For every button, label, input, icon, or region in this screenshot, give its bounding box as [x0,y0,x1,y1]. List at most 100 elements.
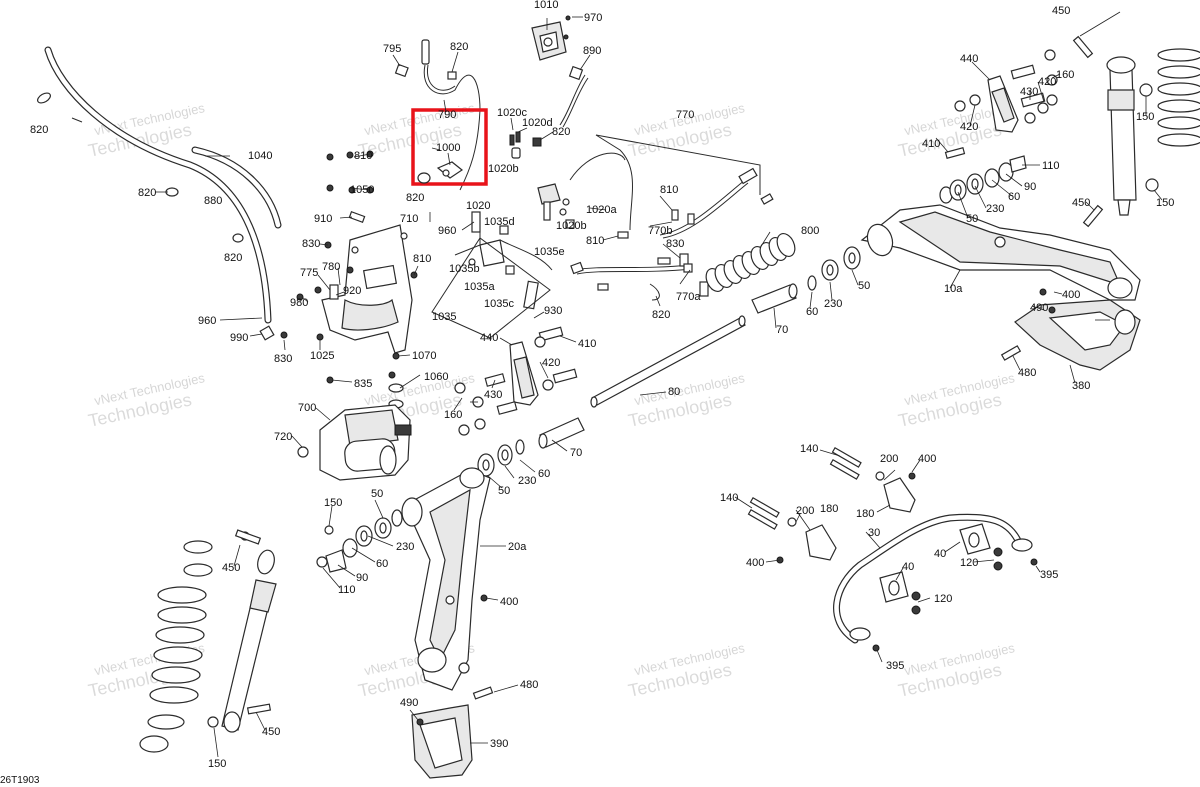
callout-70[interactable]: 70 [776,324,788,336]
callout-1020d[interactable]: 1020d [522,117,553,129]
callout-410[interactable]: 410 [578,338,596,350]
callout-800[interactable]: 800 [801,225,819,237]
callout-395[interactable]: 395 [886,660,904,672]
callout-1035b[interactable]: 1035b [449,263,480,275]
callout-820[interactable]: 820 [138,187,156,199]
callout-770a[interactable]: 770a [676,291,701,303]
callout-50[interactable]: 50 [966,213,978,225]
callout-420[interactable]: 420 [542,357,560,369]
callout-1020[interactable]: 1020 [466,200,490,212]
callout-990[interactable]: 990 [230,332,248,344]
callout-890[interactable]: 890 [583,45,601,57]
callout-60[interactable]: 60 [376,558,388,570]
callout-960[interactable]: 960 [198,315,216,327]
callout-230[interactable]: 230 [986,203,1004,215]
callout-160[interactable]: 160 [1056,69,1074,81]
callout-160[interactable]: 160 [444,409,462,421]
callout-830[interactable]: 830 [666,238,684,250]
callout-960[interactable]: 960 [438,225,456,237]
callout-230[interactable]: 230 [518,475,536,487]
callout-820[interactable]: 820 [30,124,48,136]
callout-450[interactable]: 450 [262,726,280,738]
callout-430[interactable]: 430 [1020,86,1038,98]
callout-395[interactable]: 395 [1040,569,1058,581]
callout-150[interactable]: 150 [1136,111,1154,123]
callout-980[interactable]: 980 [290,297,308,309]
callout-140[interactable]: 140 [800,443,818,455]
callout-450[interactable]: 450 [222,562,240,574]
callout-835[interactable]: 835 [354,378,372,390]
callout-450[interactable]: 450 [1072,197,1090,209]
callout-1050[interactable]: 1050 [350,184,374,196]
callout-120[interactable]: 120 [960,557,978,569]
callout-810[interactable]: 810 [413,253,431,265]
callout-120[interactable]: 120 [934,593,952,605]
callout-720[interactable]: 720 [274,431,292,443]
callout-60[interactable]: 60 [806,306,818,318]
callout-810[interactable]: 810 [354,150,372,162]
callout-1020c[interactable]: 1020c [497,107,527,119]
callout-1040[interactable]: 1040 [248,150,272,162]
callout-790[interactable]: 790 [438,109,456,121]
callout-400[interactable]: 400 [918,453,936,465]
callout-1035d[interactable]: 1035d [484,216,515,228]
callout-150[interactable]: 150 [1156,197,1174,209]
callout-90[interactable]: 90 [1024,181,1036,193]
callout-50[interactable]: 50 [498,485,510,497]
callout-970[interactable]: 970 [584,12,602,24]
callout-40[interactable]: 40 [934,548,946,560]
callout-770[interactable]: 770 [676,109,694,121]
callout-200[interactable]: 200 [796,505,814,517]
callout-230[interactable]: 230 [396,541,414,553]
callout-920[interactable]: 920 [343,285,361,297]
callout-480[interactable]: 480 [520,679,538,691]
callout-1035[interactable]: 1035 [432,311,456,323]
callout-70[interactable]: 70 [570,447,582,459]
callout-780[interactable]: 780 [322,261,340,273]
callout-60[interactable]: 60 [1008,191,1020,203]
callout-820[interactable]: 820 [224,252,242,264]
callout-50[interactable]: 50 [371,488,383,500]
callout-1035c[interactable]: 1035c [484,298,514,310]
callout-480[interactable]: 480 [1018,367,1036,379]
callout-400[interactable]: 400 [1062,289,1080,301]
callout-490[interactable]: 490 [1030,302,1048,314]
callout-490[interactable]: 490 [400,697,418,709]
callout-1020b[interactable]: 1020b [488,163,519,175]
callout-440[interactable]: 440 [480,332,498,344]
callout-820[interactable]: 820 [552,126,570,138]
callout-150[interactable]: 150 [208,758,226,770]
callout-410[interactable]: 410 [922,138,940,150]
callout-80[interactable]: 80 [668,386,680,398]
callout-420[interactable]: 420 [1038,76,1056,88]
highlighted-sensor-1000[interactable] [411,108,488,186]
callout-90[interactable]: 90 [356,572,368,584]
callout-10a[interactable]: 10a [944,283,963,295]
callout-380[interactable]: 380 [1072,380,1090,392]
callout-795[interactable]: 795 [383,43,401,55]
callout-1035e[interactable]: 1035e [534,246,565,258]
callout-910[interactable]: 910 [314,213,332,225]
callout-390[interactable]: 390 [490,738,508,750]
callout-50[interactable]: 50 [858,280,870,292]
callout-820[interactable]: 820 [450,41,468,53]
callout-830[interactable]: 830 [302,238,320,250]
callout-180[interactable]: 180 [856,508,874,520]
callout-820[interactable]: 820 [406,192,424,204]
callout-1020b[interactable]: 1020b [556,220,587,232]
callout-880[interactable]: 880 [204,195,222,207]
callout-1000[interactable]: 1000 [436,142,460,154]
callout-1025[interactable]: 1025 [310,350,334,362]
callout-810[interactable]: 810 [586,235,604,247]
callout-400[interactable]: 400 [746,557,764,569]
callout-420[interactable]: 420 [960,121,978,133]
callout-810[interactable]: 810 [660,184,678,196]
callout-830[interactable]: 830 [274,353,292,365]
callout-30[interactable]: 30 [868,527,880,539]
callout-110[interactable]: 110 [1042,160,1060,172]
callout-40[interactable]: 40 [902,561,914,573]
callout-140[interactable]: 140 [720,492,738,504]
callout-430[interactable]: 430 [484,389,502,401]
callout-820[interactable]: 820 [652,309,670,321]
callout-450[interactable]: 450 [1052,5,1070,17]
